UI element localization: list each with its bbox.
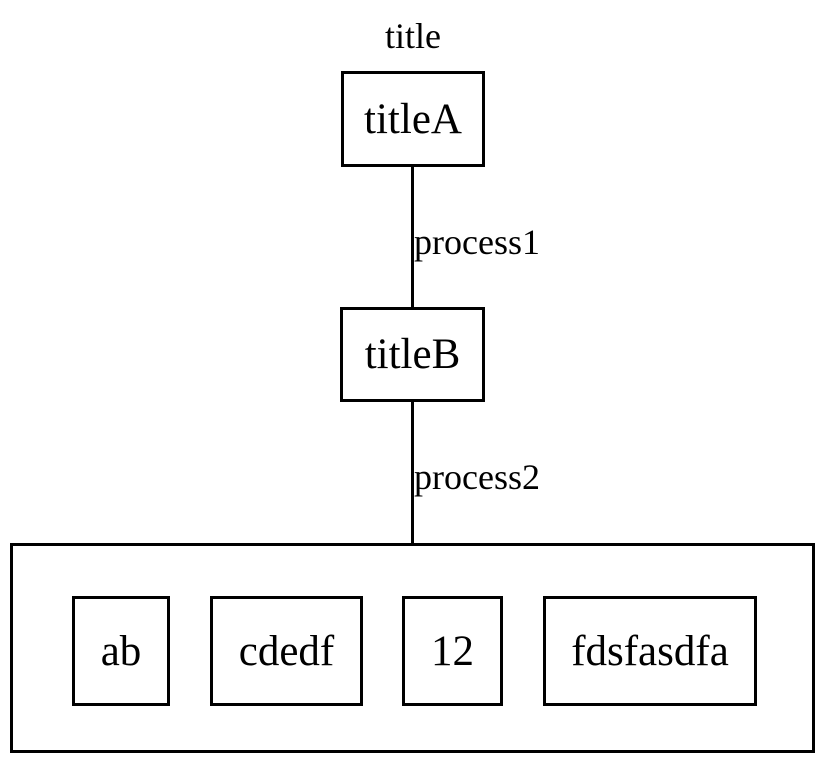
child-box-12-label: 12 — [431, 627, 474, 675]
child-box-fdsfasdfa: fdsfasdfa — [543, 596, 757, 706]
child-box-ab: ab — [72, 596, 170, 706]
edge-label-process1: process1 — [414, 222, 540, 262]
child-box-cdedf-label: cdedf — [238, 627, 335, 675]
node-titleB-label: titleB — [364, 331, 461, 378]
node-titleA-label: titleA — [364, 95, 462, 143]
node-titleA: titleA — [341, 71, 485, 167]
child-box-ab-label: ab — [100, 627, 142, 675]
container-box: ab cdedf 12 fdsfasdfa — [10, 543, 815, 753]
edge-connector-process2 — [411, 402, 414, 543]
child-box-fdsfasdfa-label: fdsfasdfa — [571, 627, 729, 675]
child-box-cdedf: cdedf — [210, 596, 363, 706]
edge-label-process2: process2 — [414, 457, 540, 497]
diagram-title: title — [385, 16, 441, 56]
child-box-12: 12 — [402, 596, 503, 706]
node-titleB: titleB — [340, 307, 485, 402]
edge-connector-process1 — [411, 167, 414, 307]
